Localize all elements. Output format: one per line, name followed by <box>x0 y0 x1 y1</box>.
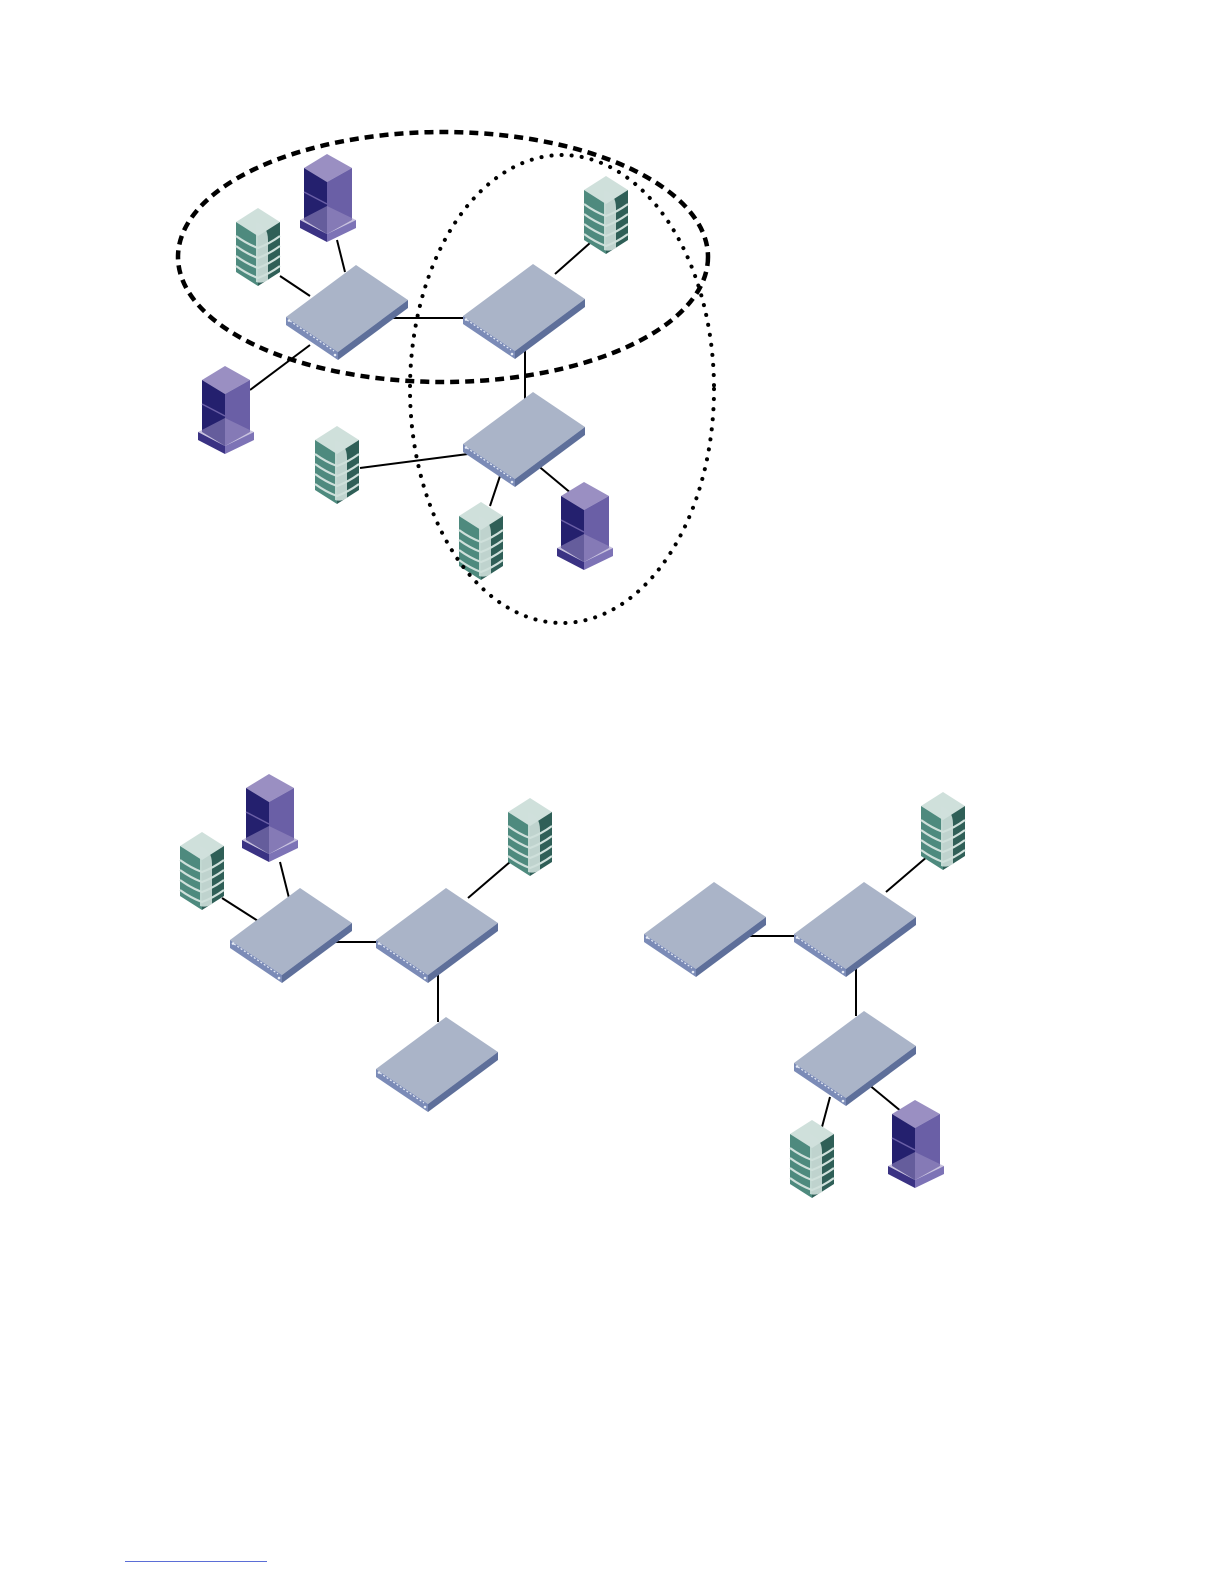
database-server-icon <box>790 1120 834 1198</box>
network-switch-icon <box>463 392 585 487</box>
network-switch-icon <box>230 888 352 983</box>
link <box>886 856 928 892</box>
database-server-icon <box>236 208 280 286</box>
network-switch-icon <box>794 882 916 977</box>
link <box>280 276 310 296</box>
network-switch-icon <box>644 882 766 977</box>
combined-network-diagram <box>178 132 714 623</box>
link <box>822 1097 830 1127</box>
database-server-icon <box>921 792 965 870</box>
link <box>222 898 258 921</box>
link <box>868 1084 902 1112</box>
link <box>490 476 500 506</box>
network-switch-icon <box>376 1017 498 1112</box>
database-server-icon <box>459 502 503 580</box>
link <box>360 454 468 468</box>
tower-server-icon <box>557 482 613 570</box>
database-server-icon <box>180 832 224 910</box>
link <box>536 464 572 494</box>
database-server-icon <box>508 798 552 876</box>
link <box>468 862 510 898</box>
subnetwork-b-diagram <box>644 792 965 1198</box>
network-switch-icon <box>463 264 585 359</box>
network-switch-icon <box>286 265 408 360</box>
tower-server-icon <box>242 774 298 862</box>
network-switch-icon <box>794 1011 916 1106</box>
tower-server-icon <box>198 366 254 454</box>
database-server-icon <box>315 426 359 504</box>
link <box>337 240 345 272</box>
tower-server-icon <box>888 1100 944 1188</box>
link <box>555 243 590 274</box>
database-server-icon <box>584 176 628 254</box>
link <box>280 862 289 898</box>
link <box>250 345 310 390</box>
footnote-rule <box>125 1561 267 1562</box>
subnetwork-a-diagram <box>180 774 552 1112</box>
tower-server-icon <box>300 154 356 242</box>
network-switch-icon <box>376 888 498 983</box>
